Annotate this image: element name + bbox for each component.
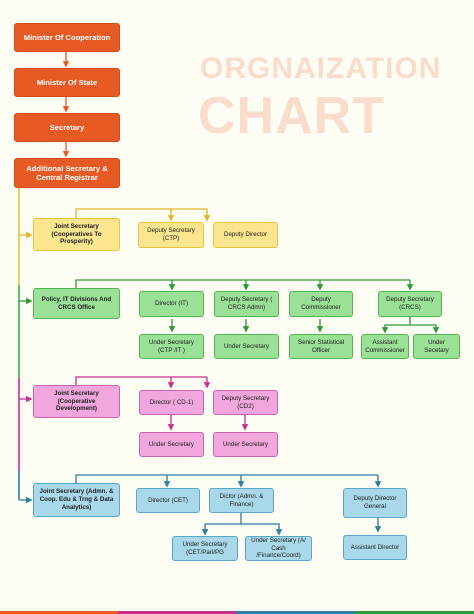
- node-under-secretary-cet: Under Secretary (CET/Parl/PG: [172, 536, 238, 561]
- edge-dictor-branch: [201, 513, 242, 536]
- edge-depseccrcs-branch: [381, 317, 411, 334]
- edge-jsadmn-branch: [75, 474, 378, 483]
- node-director-cd1: Director ( CD-1): [139, 390, 204, 415]
- node-director-it: Director (IT): [139, 291, 204, 317]
- edge-depseccrcs-us: [410, 324, 440, 334]
- node-policy-it-divisions: Policy, IT Divisions And CRCS Office: [33, 288, 120, 319]
- node-minister-of-state: Minister Of State: [14, 68, 120, 97]
- footer-bar-green: [355, 611, 474, 614]
- edge-jscoop-depsec-ctp: [75, 208, 175, 222]
- node-assistant-commissioner: Assistant Commissioner: [361, 334, 409, 359]
- node-senior-statistical-officer: Senior Statistical Officer: [289, 334, 353, 359]
- node-deputy-secretary-crcs: Deputy Secretary (CRCS): [378, 291, 442, 317]
- node-under-secretary-pink-1: Under Secretary: [139, 432, 204, 457]
- node-under-secetary: Under Secetary: [413, 334, 460, 359]
- footer-bar-orange: [0, 611, 118, 614]
- node-deputy-secretary-cd2: Deputy Secretary (CD2): [213, 390, 278, 415]
- node-deputy-secretary-crcs-admn: Deputy Secretary ( CRCS Admn): [214, 291, 279, 317]
- edge-jscoop-depdir: [171, 208, 211, 222]
- node-additional-secretary: Additional Secretary & Central Registrar: [14, 158, 120, 188]
- node-under-secretary-pink-2: Under Secretary: [213, 432, 278, 457]
- edge-jsdev-branch: [75, 376, 207, 385]
- node-deputy-secretary-ctp: Deputy Secretary (CTP): [138, 222, 204, 248]
- footer-bar-blue: [236, 611, 355, 614]
- edge-policy-branch: [75, 279, 410, 288]
- footer-bar-pink: [118, 611, 236, 614]
- node-joint-secretary-admn: Joint Secretary (Admn. & Coop. Edu & Trn…: [33, 483, 120, 517]
- node-minister-of-cooperation: Minister Of Cooperation: [14, 23, 120, 52]
- node-joint-secretary-cooperatives: Joint Secretary (Cooperatives To Prosper…: [33, 218, 120, 251]
- node-deputy-commissioner: Deputy Commissioner: [289, 291, 353, 317]
- node-assistant-director: Assistant Director: [343, 535, 407, 560]
- watermark-title-line2: CHART: [198, 87, 385, 145]
- node-under-secretary-a-cash: Under Secretary (A/ Cash /Finance/Coord): [245, 536, 312, 561]
- node-under-secretary-ctp-it: Under Secretary (CTP /IT ): [139, 334, 204, 359]
- watermark-title-line1: ORGNAIZATION: [200, 52, 442, 85]
- node-dictor-admn-finance: Dictor (Admn. & Finance): [209, 488, 274, 513]
- node-deputy-director-general: Deputy Director General: [343, 488, 407, 518]
- node-secretary: Secretary: [14, 113, 120, 142]
- node-under-secretary-green: Under Secretary: [214, 334, 279, 359]
- edge-dictor-us-a: [241, 523, 283, 536]
- node-joint-secretary-cooperative-development: Joint Secretary (Cooperative Development…: [33, 385, 120, 418]
- node-deputy-director: Deputy Director: [213, 222, 278, 248]
- node-director-cet: Director (CET): [136, 488, 200, 513]
